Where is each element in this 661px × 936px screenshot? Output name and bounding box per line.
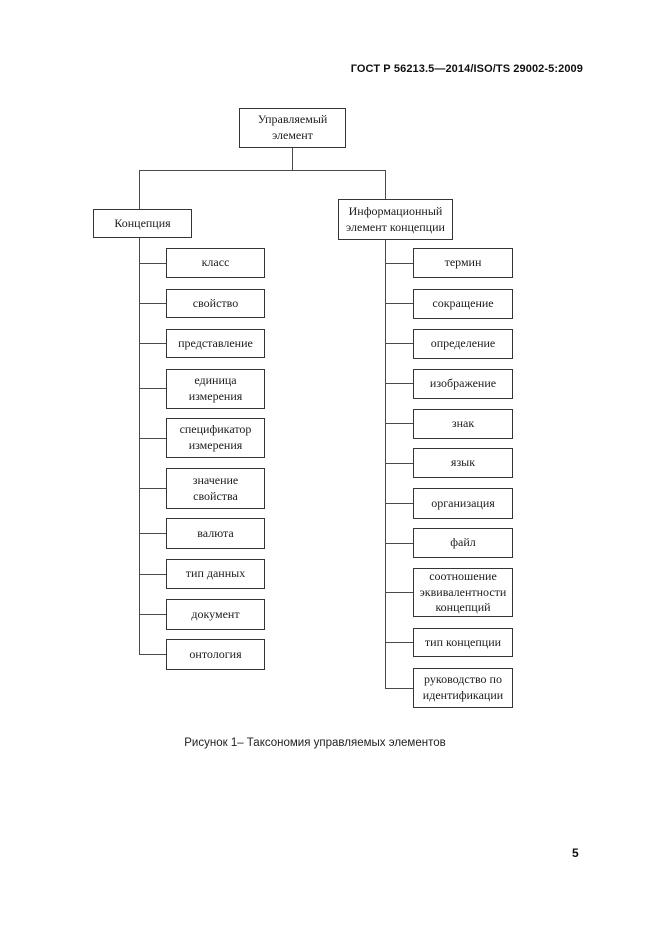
node-measure-qualifier: спецификатор измерения bbox=[166, 418, 265, 458]
page-number: 5 bbox=[572, 846, 579, 860]
node-concept-type: тип концепции bbox=[413, 628, 513, 657]
node-abbreviation: сокращение bbox=[413, 289, 513, 319]
node-document: документ bbox=[166, 599, 265, 630]
node-property-value: значение свойства bbox=[166, 468, 265, 509]
connector-line bbox=[385, 592, 413, 593]
connector-line bbox=[139, 488, 166, 489]
node-currency: валюта bbox=[166, 518, 265, 549]
connector-line bbox=[139, 263, 166, 264]
connector-line bbox=[139, 533, 166, 534]
connector-line bbox=[385, 383, 413, 384]
connector-line bbox=[385, 263, 413, 264]
node-managed-element: Управляемый элемент bbox=[239, 108, 346, 148]
figure-caption: Рисунок 1– Таксономия управляемых элемен… bbox=[184, 737, 446, 749]
standard-reference-header: ГОСТ Р 56213.5—2014/ISO/TS 29002-5:2009 bbox=[350, 63, 583, 75]
connector-line bbox=[292, 148, 293, 170]
node-representation: представление bbox=[166, 329, 265, 358]
node-definition: определение bbox=[413, 329, 513, 359]
node-sign: знак bbox=[413, 409, 513, 439]
node-class: класс bbox=[166, 248, 265, 278]
node-data-type: тип данных bbox=[166, 559, 265, 589]
node-term: термин bbox=[413, 248, 513, 278]
connector-line bbox=[139, 438, 166, 439]
connector-line bbox=[385, 423, 413, 424]
connector-line bbox=[385, 343, 413, 344]
node-concept: Концепция bbox=[93, 209, 192, 238]
node-concept-equivalence-relation: соотношение эквивалентности концепций bbox=[413, 568, 513, 617]
connector-line bbox=[385, 303, 413, 304]
connector-line bbox=[139, 574, 166, 575]
connector-line bbox=[139, 303, 166, 304]
connector-line bbox=[139, 170, 386, 171]
node-organization: организация bbox=[413, 488, 513, 519]
connector-line bbox=[385, 463, 413, 464]
node-image: изображение bbox=[413, 369, 513, 399]
node-unit-of-measure: единица измерения bbox=[166, 369, 265, 409]
connector-line bbox=[385, 543, 413, 544]
node-property: свойство bbox=[166, 289, 265, 318]
connector-line bbox=[385, 688, 413, 689]
node-language: язык bbox=[413, 448, 513, 478]
node-concept-information-element: Информационный элемент концепции bbox=[338, 199, 453, 240]
node-identification-guide: руководство по идентификации bbox=[413, 668, 513, 708]
connector-line bbox=[139, 343, 166, 344]
connector-line bbox=[139, 614, 166, 615]
connector-line bbox=[139, 388, 166, 389]
connector-line bbox=[139, 170, 140, 654]
connector-line bbox=[385, 170, 386, 688]
node-file: файл bbox=[413, 528, 513, 558]
node-ontology: онтология bbox=[166, 639, 265, 670]
connector-line bbox=[139, 654, 166, 655]
connector-line bbox=[385, 642, 413, 643]
connector-line bbox=[385, 503, 413, 504]
